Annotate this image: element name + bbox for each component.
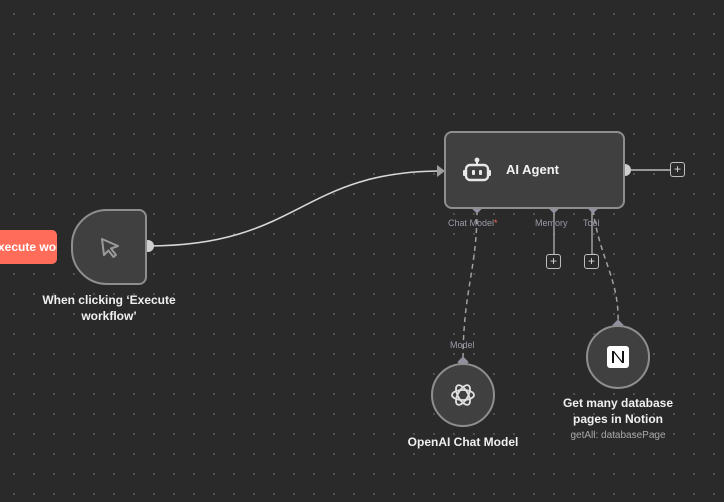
notion-tool-node[interactable]	[586, 325, 650, 389]
trigger-node-label: When clicking ‘Execute workflow’	[30, 292, 188, 324]
model-connection[interactable]	[462, 209, 478, 363]
add-tool-button[interactable]: +	[584, 254, 599, 269]
required-marker: *	[494, 218, 498, 228]
tool-port-label: Tool	[583, 218, 600, 228]
plus-icon: +	[549, 254, 557, 268]
trigger-label-line-2: workflow’	[81, 309, 137, 323]
trigger-to-agent-connection[interactable]	[147, 170, 443, 247]
openai-node-label: OpenAI Chat Model	[407, 435, 519, 449]
notion-logo-icon	[607, 346, 629, 368]
openai-chat-model-node[interactable]	[431, 363, 495, 427]
notion-node-label: Get many database pages in Notion	[548, 395, 688, 427]
notion-label-line-2: pages in Notion	[573, 412, 663, 426]
notion-label-line-1: Get many database	[562, 396, 674, 410]
agent-main-input-handle[interactable]	[437, 165, 445, 177]
ai-agent-node[interactable]: AI Agent	[444, 131, 625, 209]
notion-node-subtitle: getAll: databasePage	[570, 430, 666, 441]
trigger-label-line-1: When clicking ‘Execute	[42, 293, 176, 307]
robot-icon	[463, 157, 491, 182]
cursor-arrow-icon	[101, 238, 119, 258]
execute-workflow-button[interactable]: Execute workflow	[0, 230, 57, 264]
openai-logo-icon	[451, 384, 475, 406]
add-next-node-button[interactable]: +	[670, 162, 685, 177]
plus-icon: +	[587, 254, 595, 268]
plus-icon: +	[673, 162, 681, 176]
add-memory-button[interactable]: +	[546, 254, 561, 269]
memory-port-label: Memory	[535, 218, 568, 228]
chat-model-port-label: Chat Model*	[448, 218, 498, 228]
model-output-label: Model	[450, 340, 475, 350]
agent-title: AI Agent	[506, 162, 559, 177]
manual-trigger-node[interactable]	[71, 209, 147, 285]
chat-model-port-text: Chat Model	[448, 218, 495, 228]
